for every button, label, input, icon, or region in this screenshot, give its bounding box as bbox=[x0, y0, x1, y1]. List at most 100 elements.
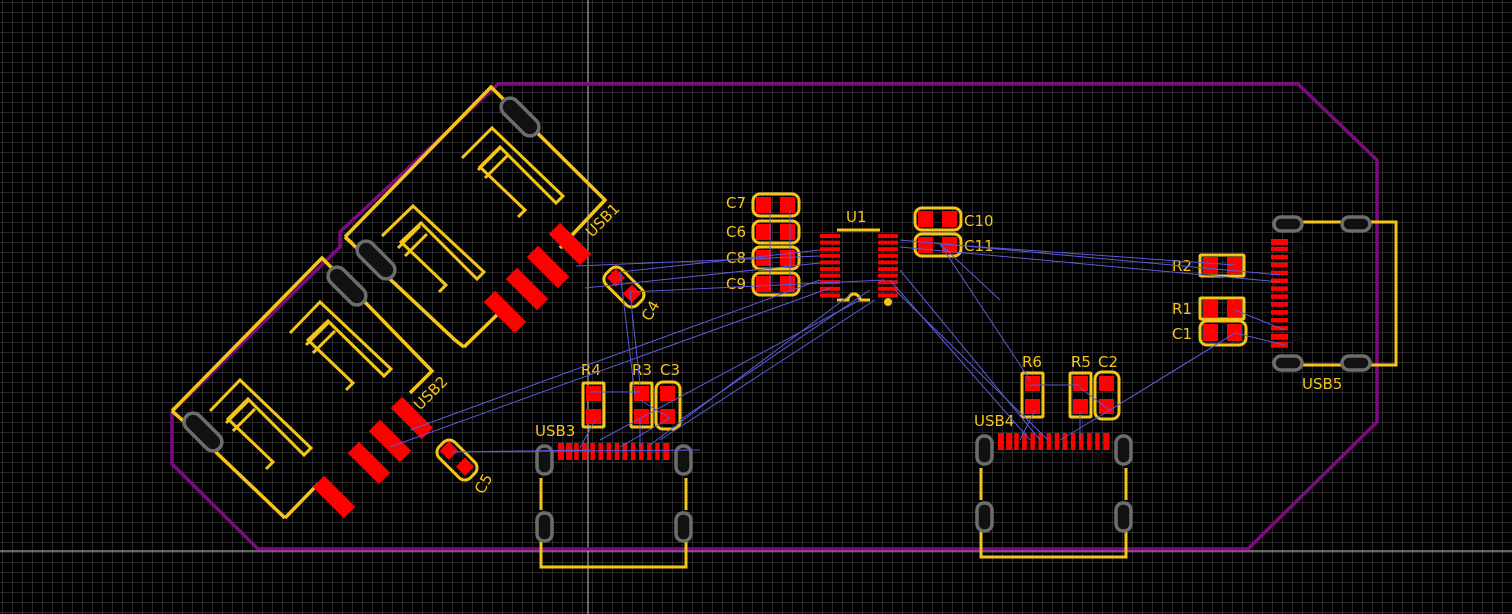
u1-pad-left-1[interactable] bbox=[820, 234, 840, 238]
usb4-footprint[interactable]: USB4 bbox=[974, 412, 1133, 559]
usb2-footprint[interactable]: USB2 bbox=[170, 255, 451, 520]
usb3-pad-5[interactable] bbox=[590, 443, 595, 460]
c9-pad-2[interactable] bbox=[780, 276, 795, 292]
usb4-pad-5[interactable] bbox=[1030, 433, 1035, 450]
r3-footprint[interactable]: R3 bbox=[629, 361, 654, 429]
c10-pad-2[interactable] bbox=[942, 211, 957, 227]
u1-pad-left-2[interactable] bbox=[820, 240, 840, 245]
usb4-pad-11[interactable] bbox=[1079, 433, 1084, 450]
r1-pad-2[interactable] bbox=[1227, 300, 1242, 317]
r2-pad-1[interactable] bbox=[1203, 257, 1218, 274]
c9-pad-1[interactable] bbox=[756, 276, 771, 292]
usb4-pad-2[interactable] bbox=[1006, 433, 1013, 450]
c7-footprint[interactable]: C7 bbox=[726, 192, 801, 218]
c6-pad-2[interactable] bbox=[780, 224, 795, 240]
usb4-pad-14[interactable] bbox=[1103, 433, 1110, 450]
u1-pad-left-5[interactable] bbox=[820, 260, 840, 265]
usb3-pad-13[interactable] bbox=[655, 443, 660, 460]
c1-pad-1[interactable] bbox=[1203, 324, 1218, 341]
u1-pad-left-6[interactable] bbox=[820, 267, 840, 271]
c11-pad-1[interactable] bbox=[918, 237, 933, 253]
r6-pad-2[interactable] bbox=[1025, 399, 1040, 414]
c10-pad-1[interactable] bbox=[918, 211, 933, 227]
usb2-pad-1[interactable] bbox=[390, 396, 434, 440]
u1-pad-right-1[interactable] bbox=[878, 234, 898, 238]
usb4-pad-12[interactable] bbox=[1087, 433, 1092, 450]
r1-pad-1[interactable] bbox=[1203, 300, 1218, 317]
r6-pad-1[interactable] bbox=[1025, 376, 1040, 391]
usb1-footprint[interactable]: USB1 bbox=[343, 84, 623, 349]
usb4-pad-10[interactable] bbox=[1070, 433, 1076, 450]
u1-pad-right-7[interactable] bbox=[878, 273, 898, 278]
usb4-pad-1[interactable] bbox=[998, 433, 1004, 450]
usb3-footprint[interactable]: USB3 bbox=[535, 422, 693, 569]
c4-pad-2[interactable] bbox=[622, 284, 642, 303]
usb2-pad-4[interactable] bbox=[312, 475, 356, 519]
r2-pad-2[interactable] bbox=[1227, 257, 1242, 274]
c2-pad-1[interactable] bbox=[1099, 376, 1114, 391]
usb5-pad-11[interactable] bbox=[1271, 318, 1288, 323]
usb5-pad-10[interactable] bbox=[1271, 310, 1288, 315]
c3-footprint[interactable]: C3 bbox=[654, 361, 682, 431]
usb3-pad-10[interactable] bbox=[630, 443, 636, 460]
r3-pad-2[interactable] bbox=[634, 409, 649, 424]
c6-pad-1[interactable] bbox=[756, 224, 771, 240]
c5-pad-1[interactable] bbox=[439, 441, 459, 460]
u1-pad-left-7[interactable] bbox=[820, 273, 840, 278]
usb5-pad-6[interactable] bbox=[1271, 278, 1288, 284]
usb5-pad-13[interactable] bbox=[1271, 333, 1288, 340]
c1-pad-2[interactable] bbox=[1227, 324, 1242, 341]
r5-pad-1[interactable] bbox=[1073, 376, 1088, 391]
usb3-pad-3[interactable] bbox=[574, 443, 579, 460]
usb3-pad-14[interactable] bbox=[663, 443, 670, 460]
u1-pad-right-2[interactable] bbox=[878, 240, 898, 245]
usb2-pad-3[interactable] bbox=[347, 441, 391, 485]
usb3-pad-7[interactable] bbox=[606, 443, 612, 460]
c7-pad-1[interactable] bbox=[756, 197, 771, 213]
usb4-pad-9[interactable] bbox=[1062, 433, 1068, 450]
usb5-footprint[interactable]: USB5 bbox=[1271, 215, 1398, 393]
usb1-pad-4[interactable] bbox=[483, 290, 527, 334]
u1-pad-right-10[interactable] bbox=[878, 293, 898, 298]
u1-pad-right-8[interactable] bbox=[878, 280, 898, 285]
r4-pad-2[interactable] bbox=[586, 409, 601, 424]
u1-pad-left-9[interactable] bbox=[820, 286, 840, 291]
u1-pad-right-5[interactable] bbox=[878, 260, 898, 265]
usb3-pad-6[interactable] bbox=[598, 443, 604, 460]
r4-pad-1[interactable] bbox=[586, 386, 601, 401]
r3-pad-1[interactable] bbox=[634, 386, 649, 401]
usb4-pad-13[interactable] bbox=[1095, 433, 1100, 450]
u1-pad-left-10[interactable] bbox=[820, 293, 840, 298]
c10-footprint[interactable]: C10 bbox=[913, 206, 994, 232]
usb3-pad-11[interactable] bbox=[639, 443, 644, 460]
usb5-pad-3[interactable] bbox=[1271, 254, 1288, 260]
usb1-pad-1[interactable] bbox=[548, 222, 592, 266]
usb5-pad-1[interactable] bbox=[1271, 239, 1288, 245]
usb4-pad-8[interactable] bbox=[1054, 433, 1060, 450]
usb5-pad-9[interactable] bbox=[1271, 302, 1288, 307]
c11-footprint[interactable]: C11 bbox=[913, 232, 994, 258]
usb4-pad-7[interactable] bbox=[1046, 433, 1052, 450]
board-outline[interactable] bbox=[170, 82, 1379, 551]
c1-footprint[interactable]: C1 bbox=[1172, 319, 1248, 347]
r5-pad-2[interactable] bbox=[1073, 399, 1088, 414]
usb5-pad-4[interactable] bbox=[1271, 262, 1288, 268]
usb2-pad-2[interactable] bbox=[368, 419, 412, 463]
usb3-pad-9[interactable] bbox=[622, 443, 628, 460]
u1-pad-left-4[interactable] bbox=[820, 253, 840, 258]
c7-pad-2[interactable] bbox=[780, 197, 795, 213]
r1-footprint[interactable]: R1 bbox=[1172, 296, 1246, 321]
usb3-pad-4[interactable] bbox=[582, 443, 587, 460]
usb3-pad-12[interactable] bbox=[647, 443, 652, 460]
usb5-pad-8[interactable] bbox=[1271, 294, 1288, 299]
u1-footprint[interactable]: U1 bbox=[820, 208, 898, 306]
u1-pad-right-3[interactable] bbox=[878, 247, 898, 252]
usb3-pad-8[interactable] bbox=[614, 443, 620, 460]
usb4-pad-3[interactable] bbox=[1014, 433, 1019, 450]
usb4-pad-6[interactable] bbox=[1038, 433, 1044, 450]
usb4-pad-4[interactable] bbox=[1022, 433, 1027, 450]
r6-footprint[interactable]: R6 bbox=[1020, 353, 1045, 419]
usb1-pad-2[interactable] bbox=[526, 245, 570, 289]
usb5-pad-2[interactable] bbox=[1271, 246, 1288, 252]
